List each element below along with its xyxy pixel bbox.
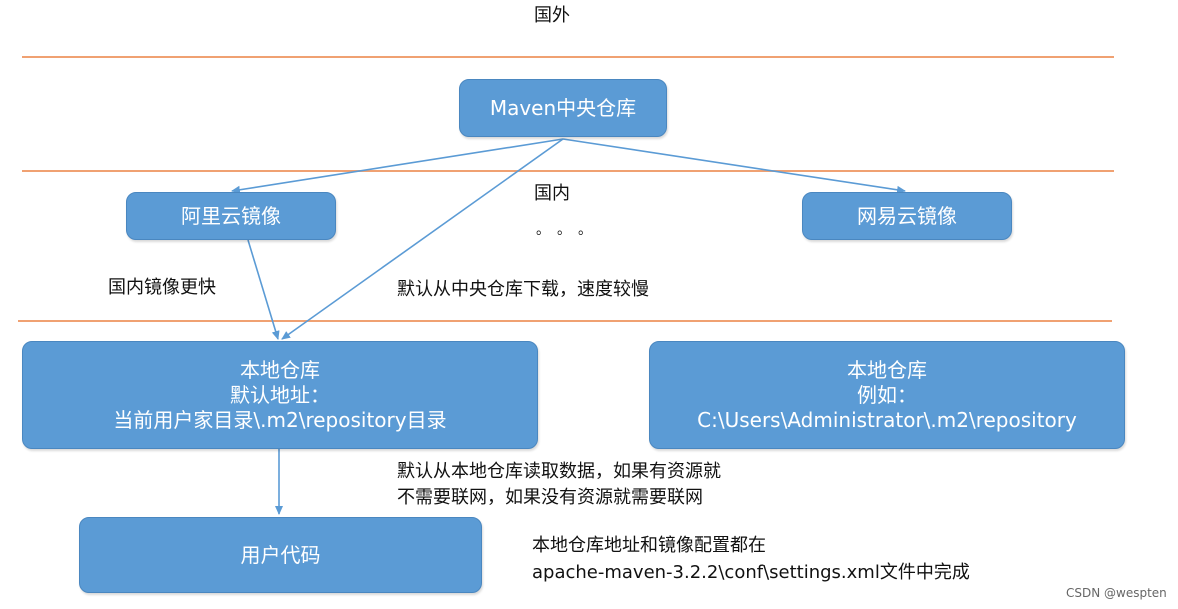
divider-top [22, 56, 1114, 58]
divider-bottom [18, 320, 1112, 322]
user-code-box: 用户代码 [79, 517, 482, 593]
central-slow-label: 默认从中央仓库下载，速度较慢 [397, 279, 649, 300]
central-repository-label: Maven中央仓库 [489, 95, 637, 120]
local-repository-example-title: 本地仓库 [847, 357, 927, 382]
local-repository-box: 本地仓库 默认地址： 当前用户家目录\.m2\repository目录 [22, 341, 538, 449]
netease-mirror-label: 网易云镜像 [857, 203, 957, 228]
divider-middle [22, 170, 1114, 172]
local-repository-example-path: C:\Users\Administrator\.m2\repository [697, 407, 1077, 432]
aliyun-mirror-label: 阿里云镜像 [181, 203, 281, 228]
config-note-line2: apache-maven-3.2.2\conf\settings.xml文件中完… [532, 562, 970, 583]
local-repository-example-label: 例如： [857, 382, 917, 407]
watermark: CSDN @wespten [1066, 586, 1167, 600]
arrow-aliyun-to-local [247, 239, 280, 340]
aliyun-mirror-box: 阿里云镜像 [126, 192, 336, 240]
netease-mirror-box: 网易云镜像 [802, 192, 1012, 240]
central-repository-box: Maven中央仓库 [459, 79, 667, 137]
arrow-central-to-aliyun [231, 138, 564, 194]
ellipsis-dots: 。。。 [536, 222, 606, 238]
local-repository-default-label: 默认地址： [230, 382, 330, 407]
arrow-central-to-netease [562, 138, 906, 194]
local-repository-title: 本地仓库 [240, 357, 320, 382]
mirror-faster-label: 国内镜像更快 [108, 277, 216, 298]
region-label-overseas: 国外 [534, 5, 570, 26]
local-read-label-line2: 不需要联网，如果没有资源就需要联网 [397, 487, 703, 508]
local-repository-path: 当前用户家目录\.m2\repository目录 [113, 407, 447, 432]
local-read-label-line1: 默认从本地仓库读取数据，如果有资源就 [397, 461, 721, 482]
config-note-line1: 本地仓库地址和镜像配置都在 [532, 535, 766, 556]
local-repository-example-box: 本地仓库 例如： C:\Users\Administrator\.m2\repo… [649, 341, 1125, 449]
user-code-label: 用户代码 [240, 542, 321, 567]
region-label-domestic: 国内 [534, 183, 570, 204]
arrow-central-to-local [281, 138, 564, 340]
